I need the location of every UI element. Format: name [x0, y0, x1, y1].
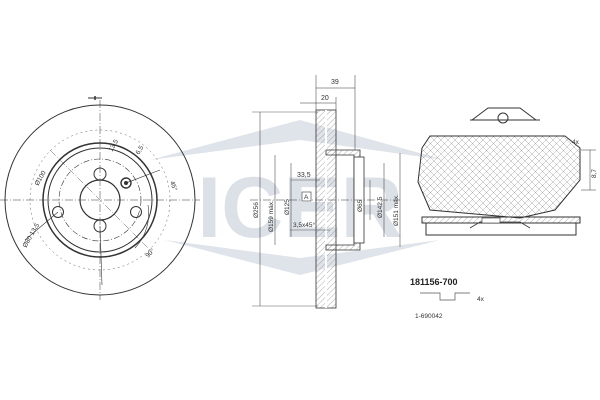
pad-outline [417, 135, 581, 219]
brake-pad-labels: 4x 8,7 181156-700 4x 1-690042 [410, 139, 598, 320]
label-chamfer: 3,5x45° [293, 221, 316, 229]
label-dia-142-5: Ø142,5 [377, 196, 384, 218]
pad-friction-layer [425, 222, 577, 236]
label-angle-45: 45° [168, 180, 179, 192]
disc-section-view [250, 75, 401, 309]
bolt-hole-right [130, 206, 142, 218]
label-width-total: 39 [331, 79, 339, 86]
datum-box [301, 191, 312, 202]
pad-spring-clip [471, 107, 537, 121]
disc-section-labels: 39 20 33,5 A 3,5x45° Ø256 Ø159 máx. Ø125… [253, 79, 400, 232]
disc-front-view [0, 96, 200, 300]
brake-pad-side-view [421, 216, 581, 236]
label-pad-qty-top: 4x [572, 139, 580, 146]
label-dia-125: Ø125 [284, 199, 291, 215]
label-dia-159: Ø159 máx. [268, 200, 275, 232]
icer-watermark: ICER [150, 120, 445, 275]
label-pad-qty-bottom: 4x [477, 296, 485, 303]
label-pcd-dia: Ø80 13,5 [22, 222, 42, 249]
pad-clip-pin [497, 112, 509, 124]
brake-pad-accessory [420, 292, 470, 301]
watermark-text: ICER [197, 160, 402, 256]
brake-pad-front-view [417, 107, 596, 219]
accessory-spring-icon [420, 292, 470, 301]
label-angle-90: 90° [144, 247, 157, 260]
label-datum-a: A [304, 194, 309, 201]
label-dia-151: Ø151 máx. [393, 194, 400, 226]
hub-outer-edge [47, 147, 153, 253]
label-dia-65: Ø65 [357, 199, 364, 212]
label-dim-6-5: 6,5 [135, 144, 146, 156]
label-pad-thickness: 8,7 [591, 169, 598, 178]
accessory-number: 1-690042 [415, 313, 443, 320]
label-dim-33-5: 33,5 [297, 172, 311, 179]
bolt-hole-left [52, 206, 64, 218]
label-dia-256: Ø256 [253, 202, 260, 218]
label-width-inner: 20 [321, 95, 329, 102]
part-number: 181156-700 [410, 277, 458, 287]
locating-hole [120, 177, 132, 189]
